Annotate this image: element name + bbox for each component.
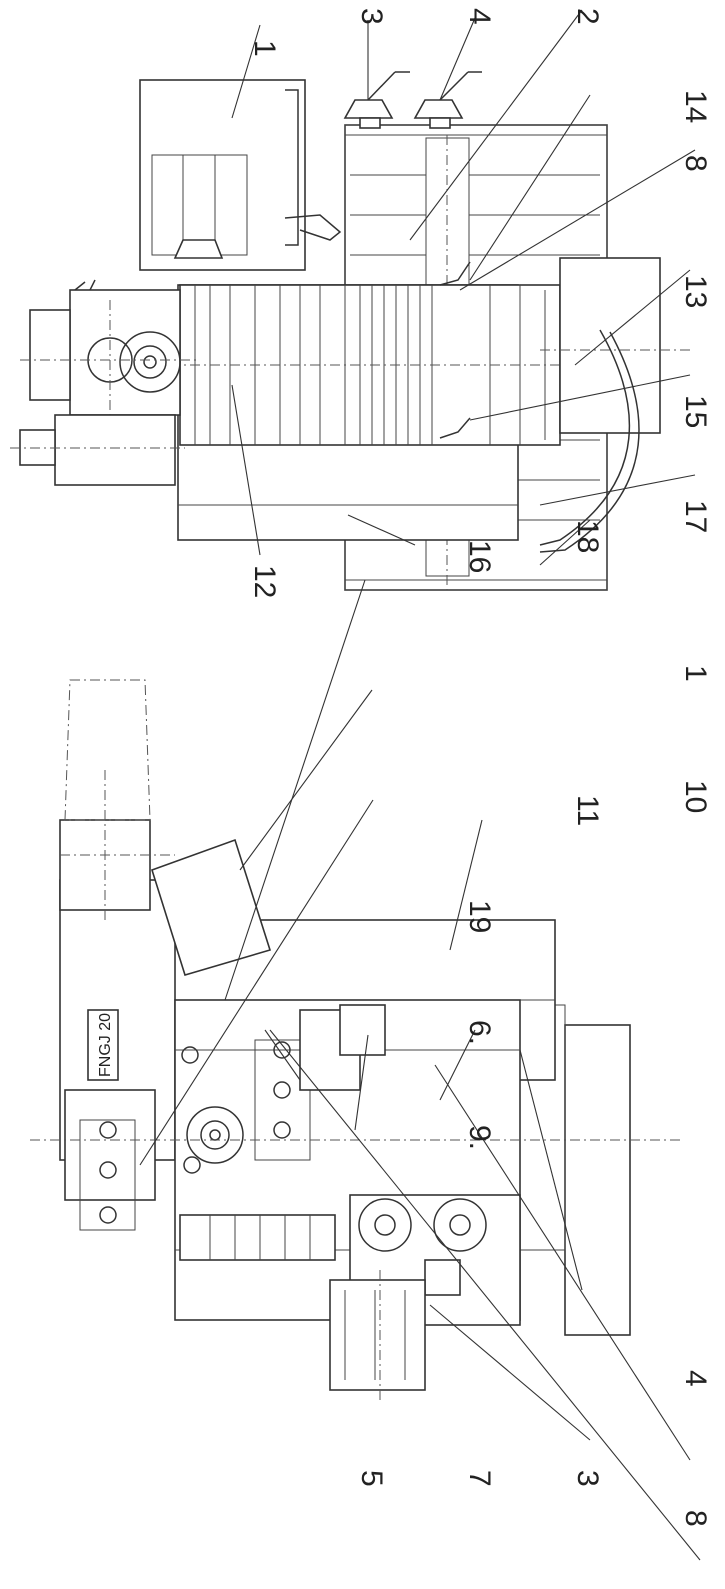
callout-top-8: 8 [679,155,712,172]
callout-side-5: 5 [355,1470,388,1487]
side-view [30,679,680,1400]
callout-top-1: 1 [248,40,281,57]
callout-side-1: 1 [679,665,712,682]
callout-top-3: 3 [355,8,388,25]
callout-top-2: 2 [571,8,604,25]
callouts-top: 1 3 4 2 14 8 13 15 17 18 16 12 [248,8,712,598]
callout-top-18: 18 [571,520,604,553]
callout-top-16: 16 [463,540,496,573]
callout-side-3: 3 [571,1470,604,1487]
callout-side-11: 11 [571,795,604,826]
callout-side-19: 19 [463,900,496,933]
callout-top-13: 13 [679,275,712,308]
callout-top-4: 4 [463,8,496,25]
callout-top-14: 14 [679,90,712,123]
callout-top-17: 17 [679,500,712,533]
callout-top-12: 12 [248,565,281,598]
callout-top-15: 15 [679,395,712,428]
callouts-side: 1 10 11 19 6. 9. 4 8 3 7 5 [355,665,712,1527]
callout-side-7: 7 [463,1470,496,1487]
callout-side-8: 8 [679,1510,712,1527]
callout-side-10: 10 [679,780,712,813]
top-view [10,71,690,591]
callout-side-9: 9. [463,1125,496,1150]
leader-lines [139,9,701,1561]
callout-side-4: 4 [679,1370,712,1387]
callout-side-6: 6. [463,1020,496,1045]
model-plate: FNGJ 20 [97,1013,114,1077]
